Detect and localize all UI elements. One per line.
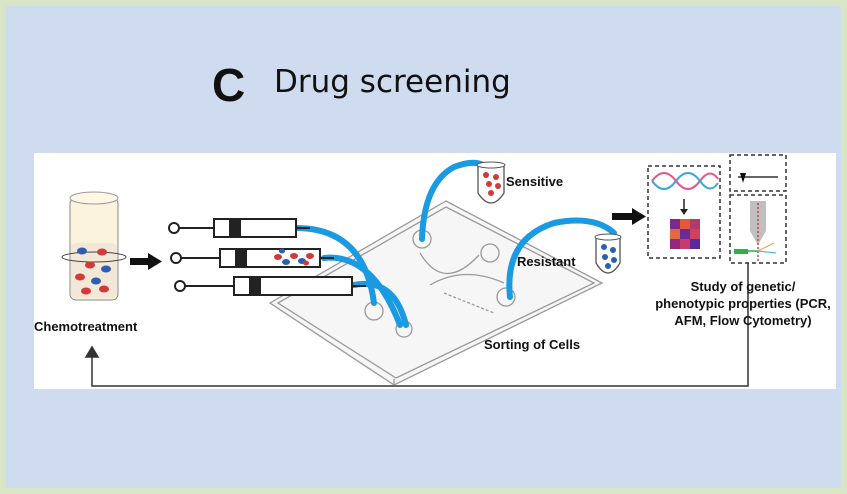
study-label-line-1: Study of genetic/: [690, 279, 796, 294]
syringe-icon: [168, 218, 366, 296]
arrow-to-study: [612, 208, 646, 225]
syringe-cells: [274, 248, 314, 266]
drug-screening-figure: Chemotreatment Sensitive Resistant Sorti…: [34, 153, 836, 389]
study-label-line-2: phenotypic properties (PCR,: [655, 296, 831, 311]
sensitive-label: Sensitive: [506, 174, 564, 189]
panel-letter: C: [212, 59, 246, 111]
afm-tip-icon: [729, 154, 787, 192]
dna-box: [647, 165, 721, 259]
collection-tube-icon: [594, 233, 622, 274]
study-label-line-3: AFM, Flow Cytometry): [674, 313, 812, 328]
study-label: Study of genetic/ phenotypic properties …: [648, 278, 838, 329]
sorting-label: Sorting of Cells: [484, 337, 581, 352]
resistant-label: Resistant: [517, 254, 576, 269]
heatmap-icon: [670, 219, 700, 249]
arrow-to-syringes: [130, 253, 162, 270]
test-tube-icon: [61, 191, 127, 301]
chemotreatment-label: Chemotreatment: [34, 319, 138, 334]
dna-icon: [651, 172, 719, 190]
flow-cytometer-icon: [729, 194, 787, 264]
feedback-arrow: [84, 263, 749, 387]
collection-tube-icon: [476, 161, 506, 204]
panel-title: Drug screening: [274, 64, 511, 100]
